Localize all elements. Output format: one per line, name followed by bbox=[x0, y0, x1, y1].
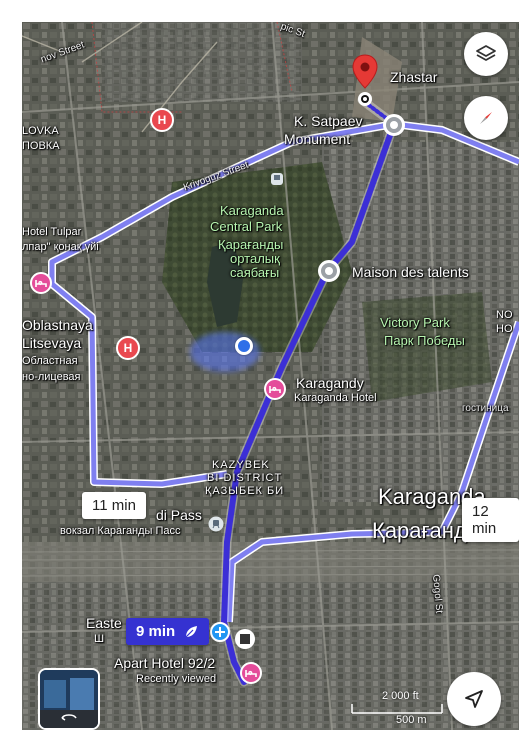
poi-label: лпар" қонақ үйі bbox=[22, 241, 99, 253]
park-label: Karaganda bbox=[220, 203, 284, 218]
map-canvas bbox=[22, 22, 519, 730]
district-label: гостиница bbox=[462, 403, 509, 414]
route-time-selected[interactable]: 9 min bbox=[126, 618, 210, 645]
building-marker-icon[interactable] bbox=[234, 628, 256, 650]
navigation-arrow-icon bbox=[465, 690, 483, 708]
route-time-left[interactable]: 11 min bbox=[82, 492, 146, 519]
district-label: KAZYBEK bbox=[212, 459, 270, 471]
hospital-icon[interactable]: H bbox=[116, 336, 140, 360]
destination-pin-icon[interactable] bbox=[352, 54, 378, 92]
poi-label[interactable]: Monument bbox=[284, 131, 351, 147]
park-label: орталық bbox=[230, 251, 280, 266]
district-label: ҚАЗЫБЕК БИ bbox=[205, 485, 285, 497]
street-view-thumbnail[interactable] bbox=[38, 668, 100, 730]
destination-dot-icon bbox=[358, 92, 372, 106]
satellite-map[interactable]: nov Street pic St Krivoguz Street Gogol … bbox=[22, 22, 519, 730]
navigate-button[interactable] bbox=[447, 672, 501, 726]
poi-label[interactable]: Oblastnaya bbox=[22, 317, 93, 333]
layers-button[interactable] bbox=[464, 32, 508, 76]
city-label: Қарағанды bbox=[372, 518, 483, 543]
poi-label[interactable]: Easte bbox=[86, 615, 122, 631]
park-label: Central Park bbox=[210, 219, 283, 234]
transit-icon[interactable] bbox=[270, 172, 284, 186]
compass-icon bbox=[480, 112, 492, 124]
poi-label: Recently viewed bbox=[136, 673, 217, 685]
district-label: NO bbox=[496, 309, 513, 321]
poi-label[interactable]: Hotel Tulpar bbox=[22, 226, 82, 238]
park-label: Victory Park bbox=[380, 315, 450, 330]
poi-label[interactable]: di Pass bbox=[156, 507, 202, 523]
my-location-dot[interactable] bbox=[235, 337, 253, 355]
district-label: BI DISTRICT bbox=[207, 472, 283, 484]
rotate-icon bbox=[61, 714, 77, 721]
route-start-icon[interactable] bbox=[210, 622, 230, 642]
poi-label[interactable]: Zhastar bbox=[390, 69, 438, 85]
poi-label[interactable]: Apart Hotel 92/2 bbox=[114, 655, 216, 671]
scale-imperial: 2 000 ft bbox=[382, 690, 419, 702]
park-label: Парк Победы bbox=[384, 333, 465, 348]
train-station-icon[interactable] bbox=[208, 516, 224, 532]
hotel-icon[interactable] bbox=[264, 378, 286, 400]
street-label: Gogol St bbox=[430, 573, 445, 614]
scale-metric: 500 m bbox=[396, 714, 427, 726]
poi-label[interactable]: K. Satpaev bbox=[294, 113, 363, 129]
poi-label[interactable]: Litsevaya bbox=[22, 335, 82, 351]
hospital-icon[interactable]: H bbox=[150, 108, 174, 132]
city-label: Karaganda bbox=[378, 484, 486, 509]
poi-label: Ш bbox=[94, 633, 105, 645]
hotel-icon[interactable] bbox=[240, 662, 262, 684]
park-label: саябағы bbox=[230, 265, 280, 280]
district-label: НО bbox=[496, 323, 513, 335]
compass-button[interactable] bbox=[464, 96, 508, 140]
layers-icon bbox=[476, 45, 496, 61]
district-label: ПОВКА bbox=[22, 140, 60, 152]
waypoint-icon[interactable] bbox=[318, 260, 340, 282]
waypoint-icon[interactable] bbox=[383, 114, 405, 136]
poi-label: но-лицевая bbox=[22, 371, 81, 383]
eco-leaf-icon bbox=[185, 625, 198, 637]
poi-label: Областная bbox=[22, 355, 78, 367]
poi-label[interactable]: Maison des talents bbox=[352, 264, 469, 280]
poi-label[interactable]: Karagandy bbox=[296, 375, 364, 391]
route-time-right[interactable]: 12 min bbox=[462, 498, 519, 542]
poi-label: Karaganda Hotel bbox=[294, 392, 377, 404]
hotel-icon[interactable] bbox=[30, 272, 52, 294]
poi-label: вокзал Караганды Пасс bbox=[60, 525, 181, 537]
park-label: Қарағанды bbox=[218, 237, 284, 252]
district-label: LOVKA bbox=[22, 125, 59, 137]
